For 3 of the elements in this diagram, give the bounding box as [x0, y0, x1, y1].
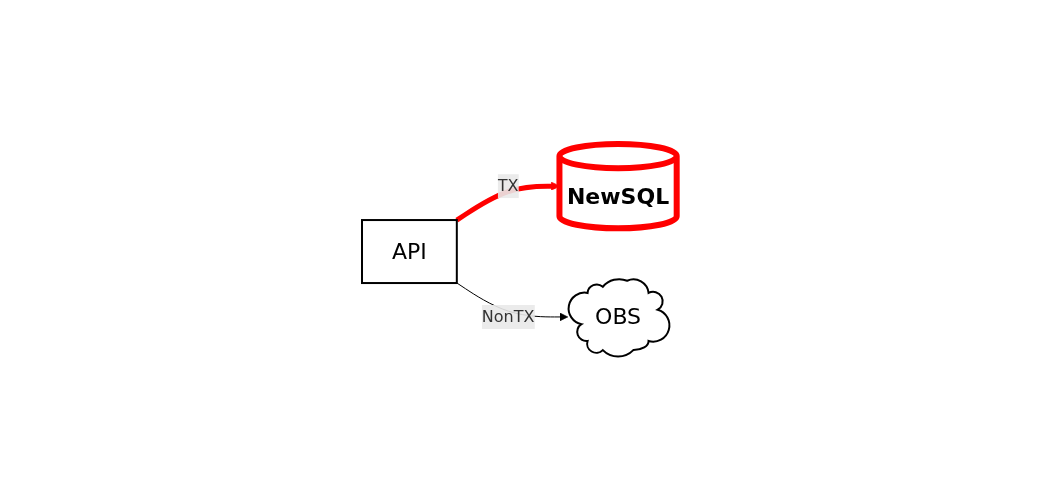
edge-label: NonTX: [481, 306, 535, 326]
node-box: API: [360, 218, 458, 284]
edge-label: TX: [497, 175, 519, 195]
